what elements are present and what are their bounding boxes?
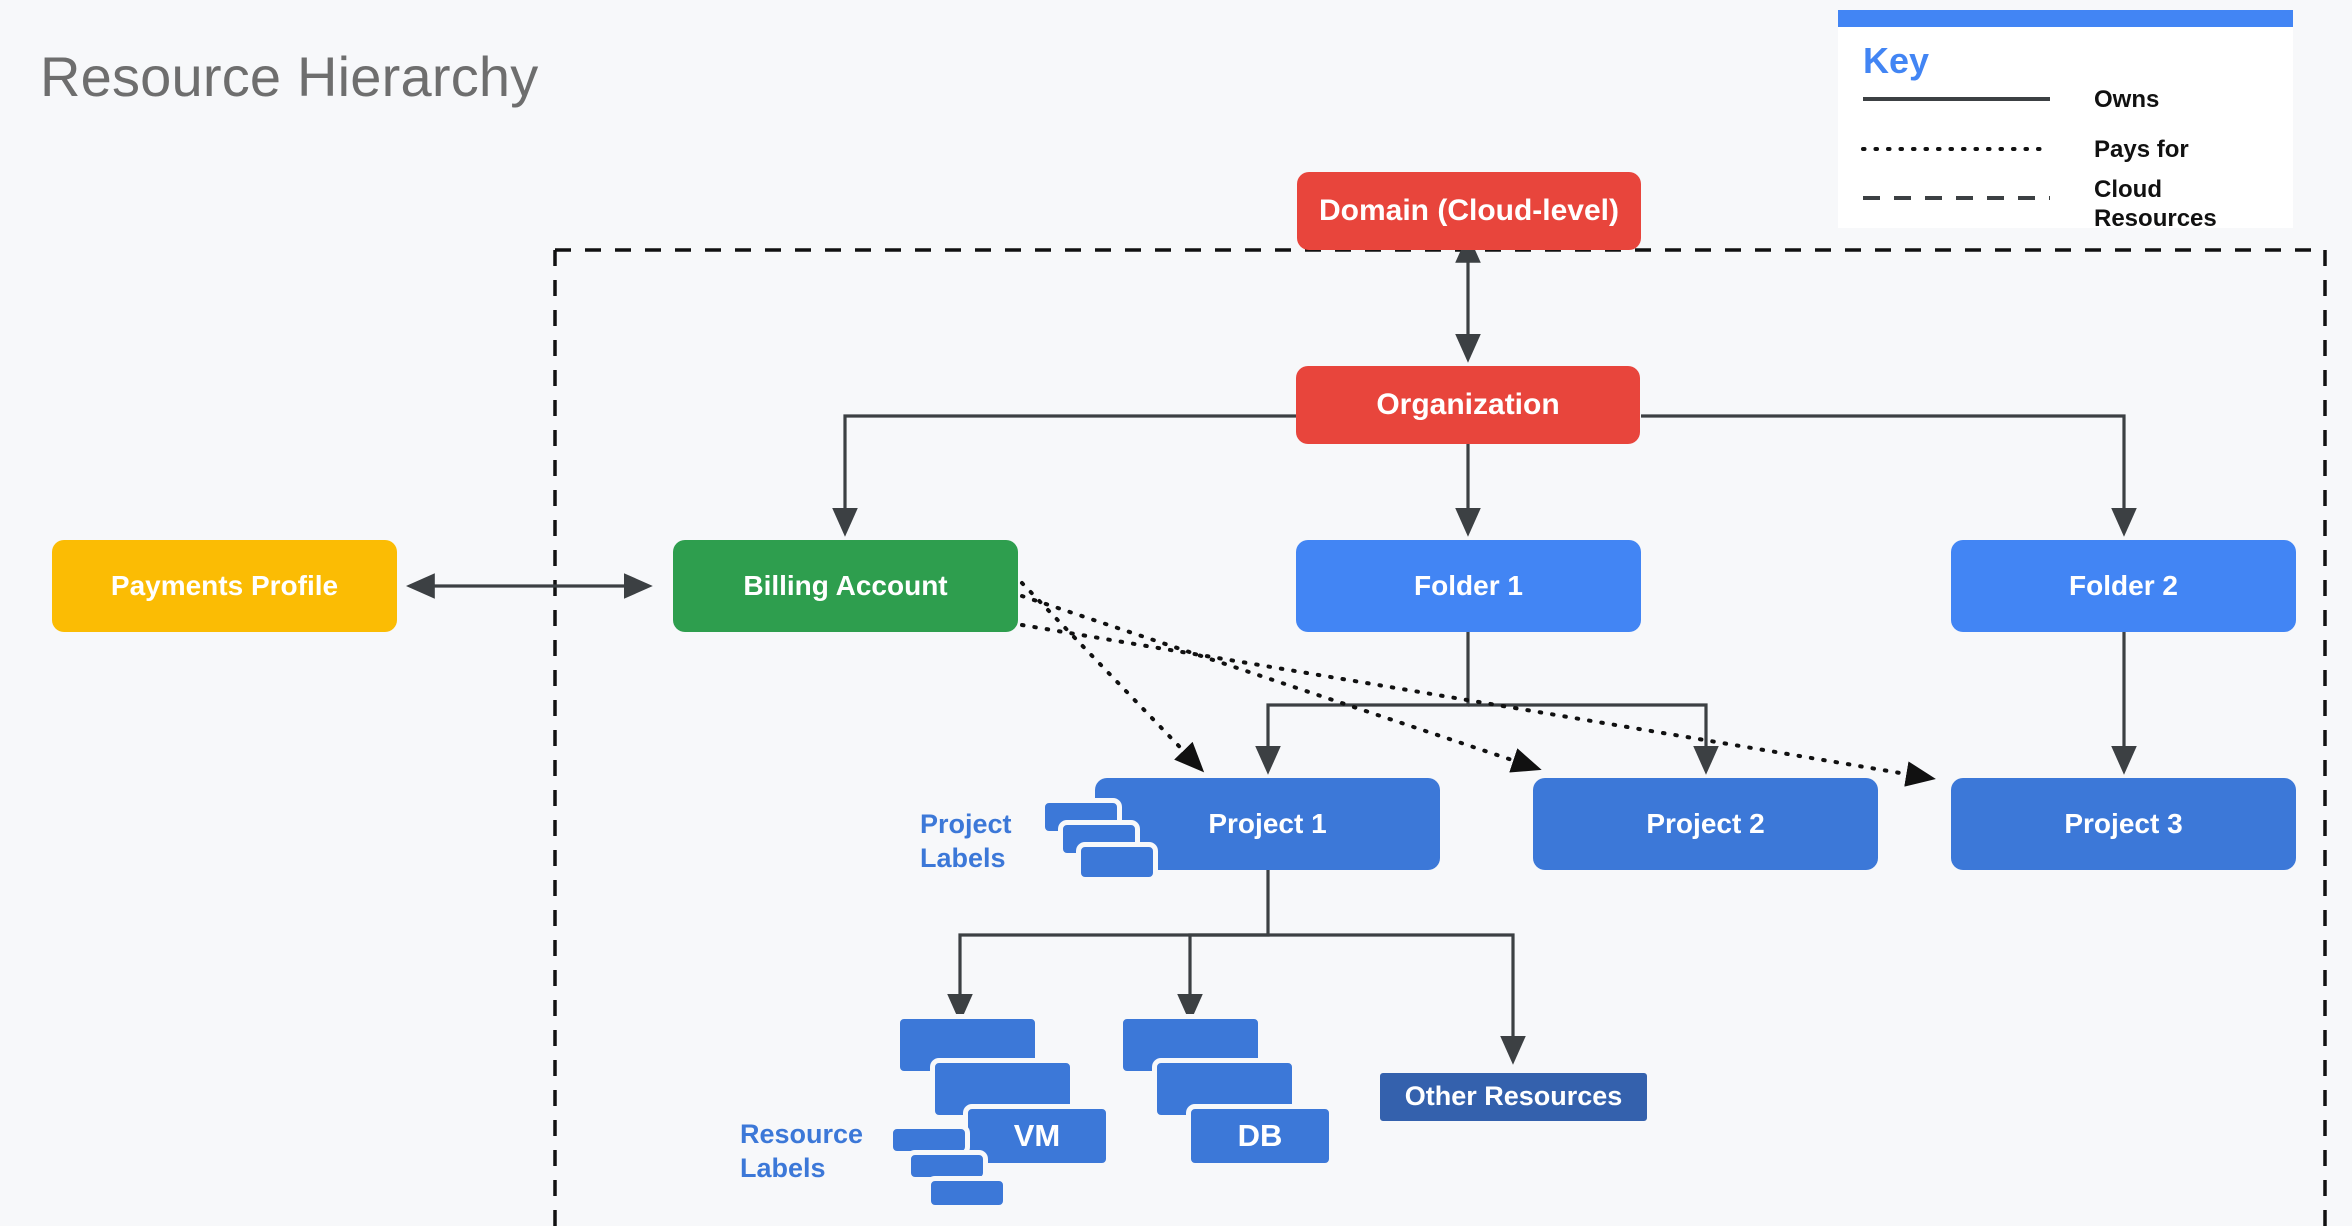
project-labels-stack[interactable]: [1040, 798, 1170, 898]
node-organization[interactable]: Organization: [1296, 366, 1640, 444]
caption-project-labels: Project Labels: [920, 808, 1012, 876]
edge-project1-vm: [947, 870, 1270, 1023]
vm-label-card-3: [926, 1176, 1008, 1210]
legend-label-pays: Pays for: [2094, 136, 2189, 163]
resource-stack-db[interactable]: DB: [1112, 1014, 1352, 1174]
edge-project1-db: [1177, 933, 1268, 1023]
node-folder-1[interactable]: Folder 1: [1296, 540, 1641, 632]
edge-project1-other: [1268, 933, 1526, 1065]
project-label-card-3: [1076, 842, 1158, 882]
resource-stack-vm[interactable]: VM: [888, 1014, 1148, 1214]
node-project-2[interactable]: Project 2: [1533, 778, 1878, 870]
edge-billing-pays-project2: [1020, 594, 1542, 773]
resource-labels-line2: Labels: [740, 1152, 826, 1183]
project-labels-line2: Labels: [920, 842, 1006, 873]
legend-label-owns: Owns: [2094, 86, 2160, 113]
edge-billing-pays-project3: [1020, 623, 1936, 787]
cloud-resources-boundary: [553, 248, 2327, 1226]
legend-title: Key: [1863, 40, 1930, 81]
legend-accent-bar: [1838, 10, 2293, 27]
node-project-3[interactable]: Project 3: [1951, 778, 2296, 870]
edge-folder1-project2: [1468, 703, 1719, 775]
node-payments-profile[interactable]: Payments Profile: [52, 540, 397, 632]
page-title: Resource Hierarchy: [40, 45, 539, 108]
caption-resource-labels: Resource Labels: [740, 1118, 863, 1186]
node-domain[interactable]: Domain (Cloud-level): [1297, 172, 1641, 250]
legend-label-cloud: Cloud Resources: [2094, 176, 2269, 234]
legend-panel: Key Owns Pays for Cloud Resources: [1838, 10, 2293, 232]
edge-billing-pays-project1: [1020, 581, 1205, 773]
resource-labels-line1: Resource: [740, 1119, 864, 1149]
node-other-resources[interactable]: Other Resources: [1375, 1068, 1652, 1126]
project-labels-line1: Project: [920, 809, 1012, 839]
legend-label-cloud-l1: Cloud: [2094, 176, 2162, 203]
legend-line-samples: [1861, 97, 2052, 200]
node-billing-account[interactable]: Billing Account: [673, 540, 1018, 632]
legend-label-cloud-l2: Resources: [2094, 204, 2217, 232]
edge-org-billing: [832, 414, 1296, 537]
edge-folder1-project1: [1255, 632, 1470, 775]
edge-org-folder2: [1641, 414, 2137, 537]
db-card-front: DB: [1186, 1104, 1334, 1168]
node-folder-2[interactable]: Folder 2: [1951, 540, 2296, 632]
